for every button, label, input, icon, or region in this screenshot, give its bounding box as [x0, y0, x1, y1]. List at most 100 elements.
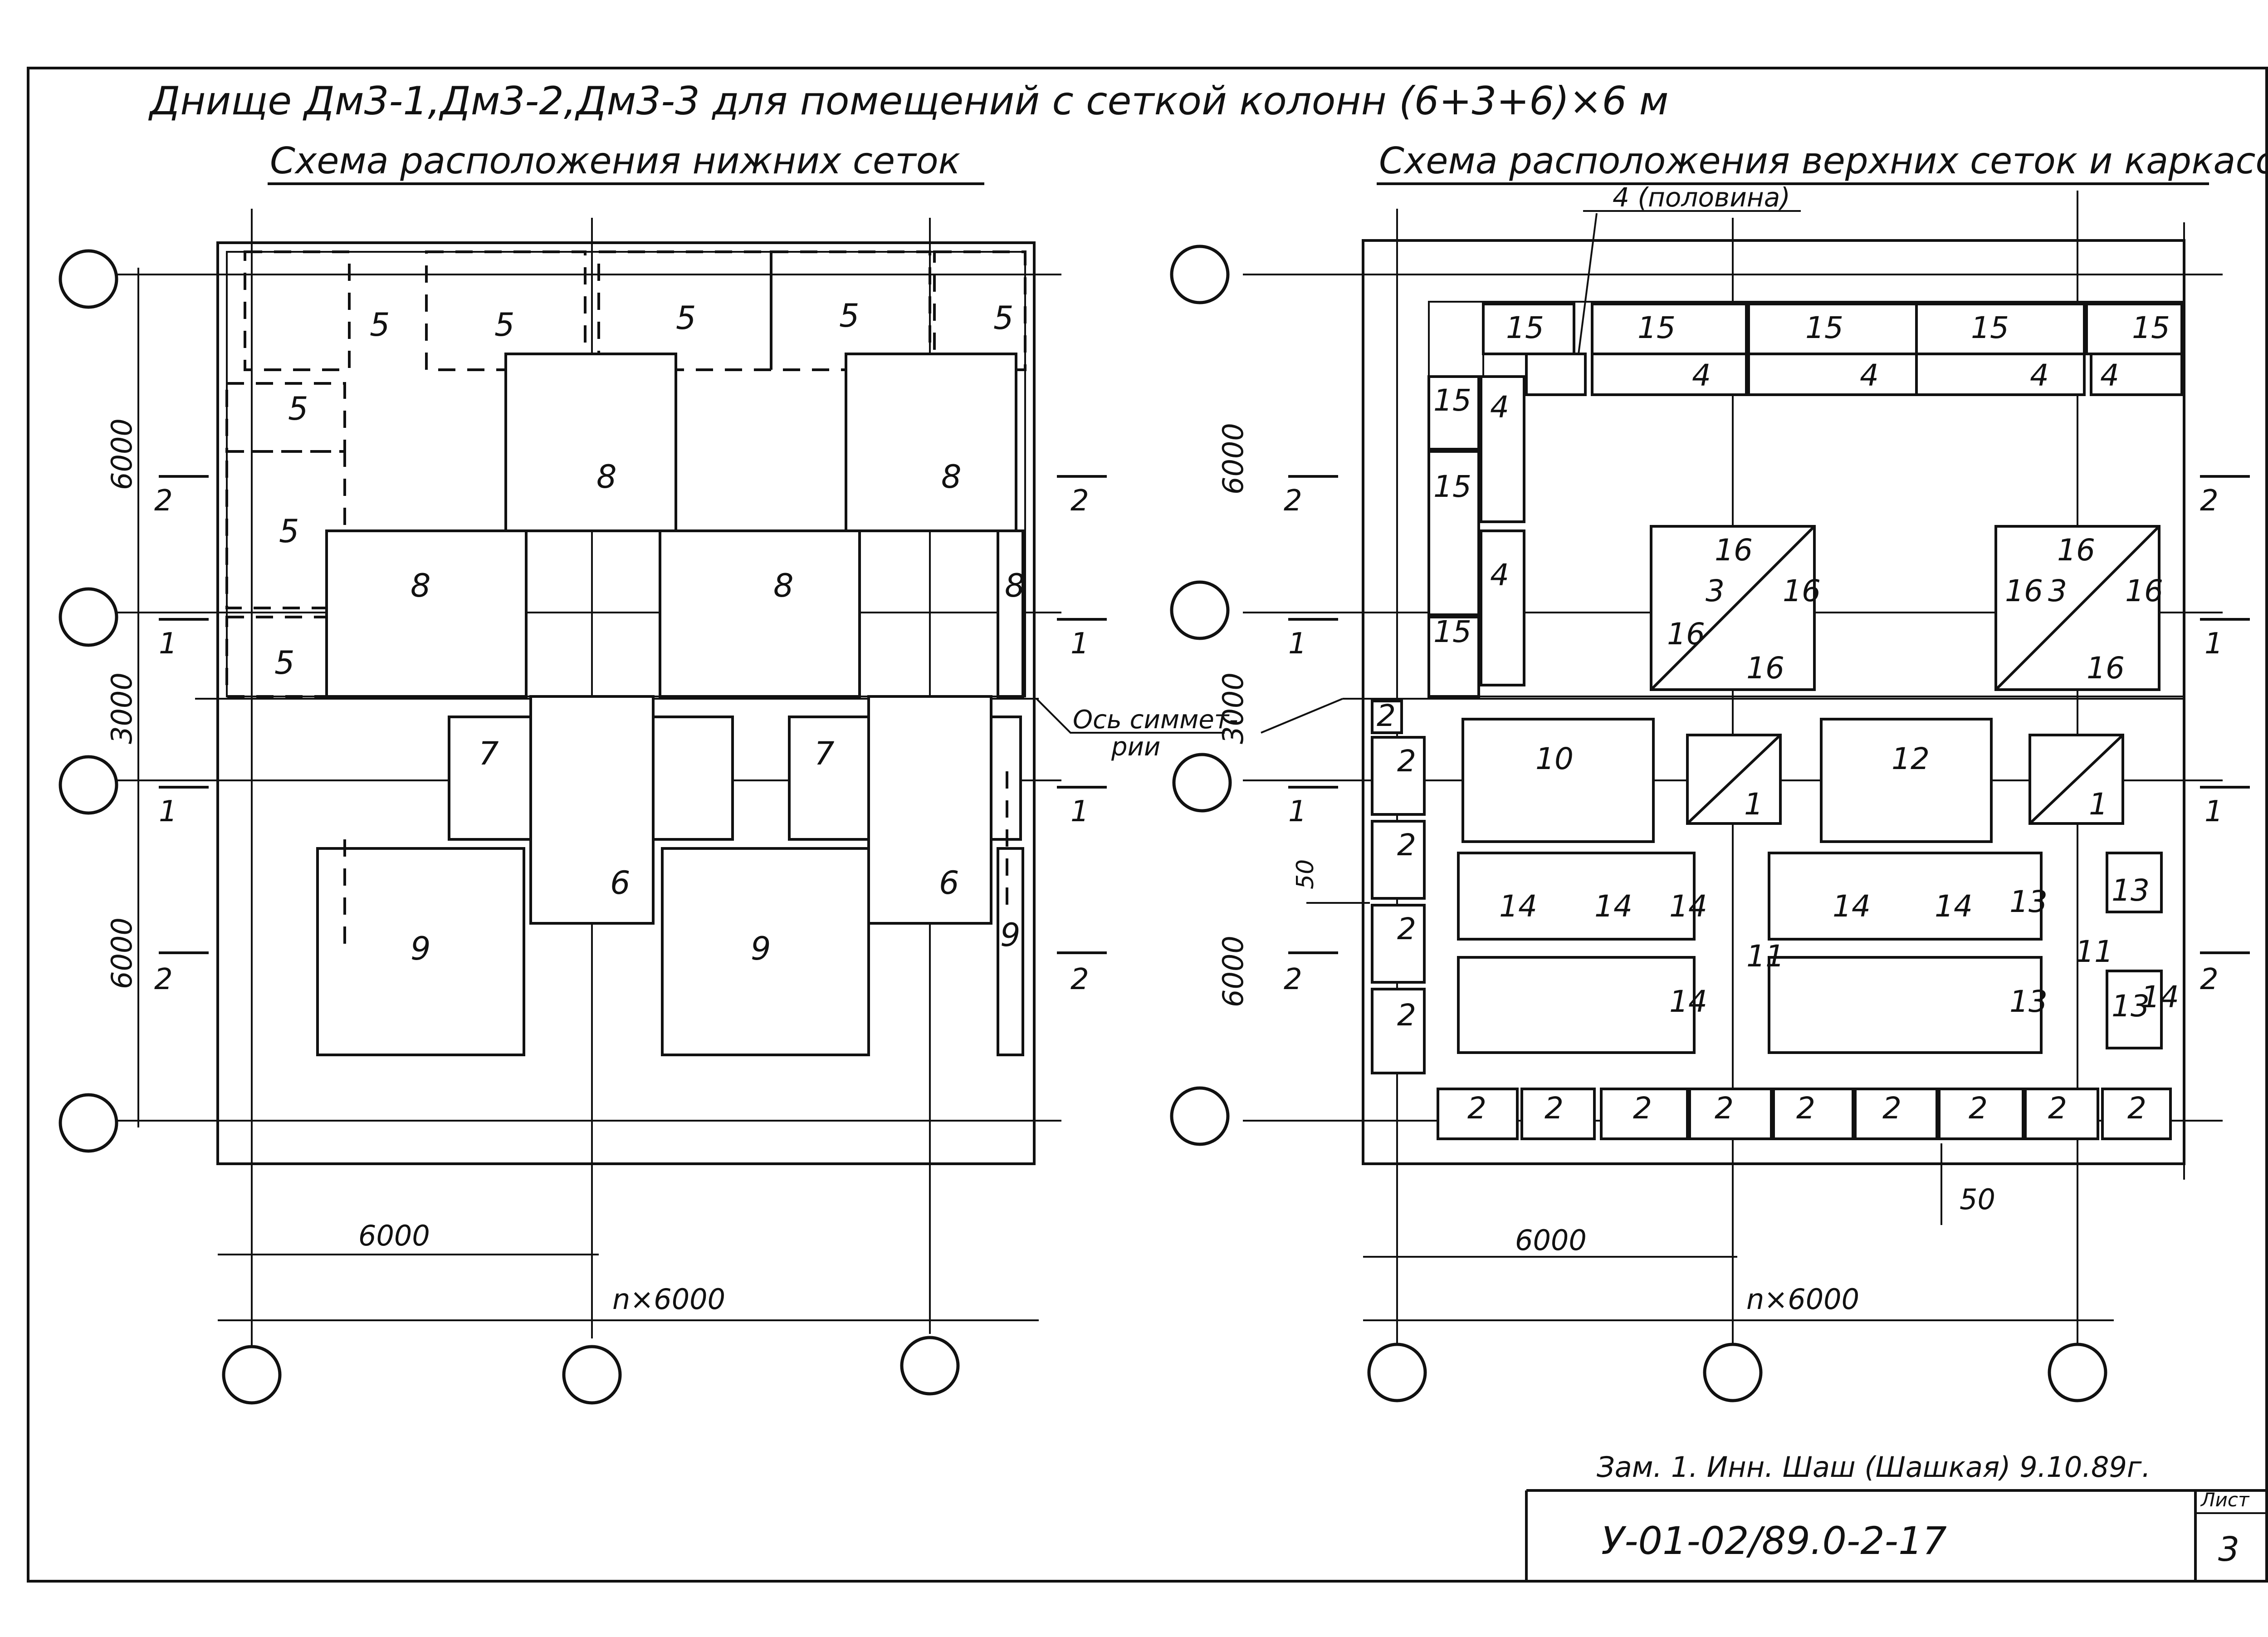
label-mesh-5: 5 [288, 390, 308, 427]
frame-4[interactable] [1480, 375, 1525, 523]
sheet-label: Лист [2200, 1489, 2250, 1511]
label-mesh-9: 9 [751, 930, 771, 967]
axis-bubble [59, 249, 118, 309]
label-sheet-2: 2 [1633, 1091, 1652, 1126]
frame-15[interactable] [1427, 616, 1480, 698]
mesh-5 [225, 382, 346, 453]
frame-14[interactable] [1457, 956, 1696, 1054]
sheet-2[interactable] [1688, 1088, 1773, 1140]
mesh-8[interactable] [504, 353, 677, 532]
label-frame-11: 11 [1746, 939, 1784, 974]
sheet-2[interactable] [1437, 1088, 1519, 1140]
section-label: 1 [1070, 795, 1089, 828]
frame-15[interactable] [1915, 303, 2086, 355]
sheet-2[interactable] [1938, 1088, 2024, 1140]
section-label: 2 [154, 963, 173, 996]
label-sheet-2: 2 [1397, 828, 1416, 863]
label-frame-4: 4 [1490, 558, 1509, 593]
left-scheme-title: Схема расположения нижних сеток [270, 140, 960, 182]
sheet-2[interactable] [2024, 1088, 2099, 1140]
frame-15[interactable] [1747, 303, 1918, 355]
section-label: 1 [159, 627, 177, 661]
label-frame-15: 15 [2132, 310, 2170, 345]
right-scheme-title: Схема расположения верхних сеток и карка… [1379, 140, 2268, 182]
label-sheet-2: 2 [1715, 1091, 1734, 1126]
label-mesh-5: 5 [370, 306, 390, 343]
axis-bubble [900, 1336, 960, 1396]
label-mesh-9: 9 [411, 930, 431, 967]
frame-12[interactable] [1820, 718, 1993, 843]
sheet-2[interactable] [1371, 904, 1426, 984]
frame-4[interactable] [1915, 353, 2086, 396]
label-frame-16: 16 [2087, 651, 2125, 686]
sheet-2[interactable] [1371, 988, 1426, 1074]
mesh-6[interactable] [867, 695, 992, 925]
sheet-2[interactable] [1371, 820, 1426, 900]
label-mesh-8: 8 [941, 458, 962, 495]
label-mesh-8: 8 [596, 458, 617, 495]
label-sheet-2: 2 [1969, 1091, 1988, 1126]
label-frame-15: 15 [1805, 310, 1843, 345]
sheet-2[interactable] [1854, 1088, 1938, 1140]
half-frame-leader [1578, 213, 1598, 354]
label-frame-16: 16 [2125, 573, 2163, 608]
label-frame-16: 16 [1667, 617, 1705, 652]
frame-4[interactable] [2090, 353, 2183, 396]
frame-4[interactable] [1591, 353, 1748, 396]
label-frame-16: 16 [2057, 533, 2095, 568]
dim-label: 50 [1960, 1183, 1995, 1216]
sheet-2[interactable] [1772, 1088, 1854, 1140]
label-frame-16: 16 [2005, 573, 2043, 608]
section-label: 1 [2204, 795, 2223, 828]
frame-14[interactable] [1457, 852, 1696, 941]
sheet-2[interactable] [1600, 1088, 1689, 1140]
sheet-2[interactable] [1371, 736, 1426, 816]
label-mesh-8: 8 [411, 567, 431, 604]
sheet-2[interactable] [1371, 700, 1403, 734]
mesh-8[interactable] [659, 529, 861, 698]
label-frame-3: 3 [2048, 573, 2067, 608]
frame-13[interactable] [2106, 970, 2163, 1049]
sheet-2[interactable] [2101, 1088, 2172, 1140]
label-frame-15: 15 [1971, 310, 2009, 345]
dim-label: 6000 [105, 418, 138, 490]
sheet-2[interactable] [1520, 1088, 1596, 1140]
label-mesh-5: 5 [993, 299, 1014, 337]
frame-10[interactable] [1461, 718, 1655, 843]
frame-4[interactable] [1480, 529, 1525, 686]
left-plan [59, 209, 1225, 1405]
label-sheet-1: 1 [1744, 787, 1763, 822]
label-sheet-1: 1 [2089, 787, 2108, 822]
frame-13[interactable] [2106, 852, 2163, 913]
label-sheet-2: 2 [1397, 998, 1416, 1033]
label-frame-12: 12 [1892, 741, 1930, 776]
frame-4[interactable] [1747, 353, 1918, 396]
frame-14[interactable] [1768, 852, 2043, 941]
label-frame-14: 14 [1833, 889, 1871, 924]
label-mesh-6: 6 [610, 864, 631, 902]
mesh-9[interactable] [316, 847, 525, 1056]
mesh-6[interactable] [529, 695, 655, 925]
label-frame-11: 11 [2075, 934, 2113, 969]
left-slab-outline [216, 241, 1036, 1165]
dim-label: 6000 [1515, 1224, 1587, 1257]
label-sheet-2: 2 [1397, 912, 1416, 946]
label-frame-14: 14 [1669, 889, 1707, 924]
frame-15[interactable] [1427, 375, 1480, 451]
label-sheet-2: 2 [1467, 1091, 1486, 1126]
mesh-8[interactable] [997, 529, 1024, 698]
frame-14[interactable] [1768, 956, 2043, 1054]
drawing-title: Днище Дм3-1,Дм3-2,Дм3-3 для помещений с … [148, 78, 1669, 124]
mesh-8[interactable] [325, 529, 528, 698]
section-label: 2 [1284, 963, 1302, 996]
label-frame-4: 4 [1692, 358, 1711, 393]
frame-4[interactable] [1525, 353, 1587, 396]
frame-15[interactable] [1427, 450, 1480, 616]
mesh-8[interactable] [845, 353, 1017, 532]
mesh-9[interactable] [661, 847, 870, 1056]
axis-bubble [222, 1345, 282, 1405]
mesh-9[interactable] [997, 847, 1024, 1056]
label-frame-15: 15 [1433, 383, 1471, 418]
section-label: 1 [1288, 795, 1307, 828]
